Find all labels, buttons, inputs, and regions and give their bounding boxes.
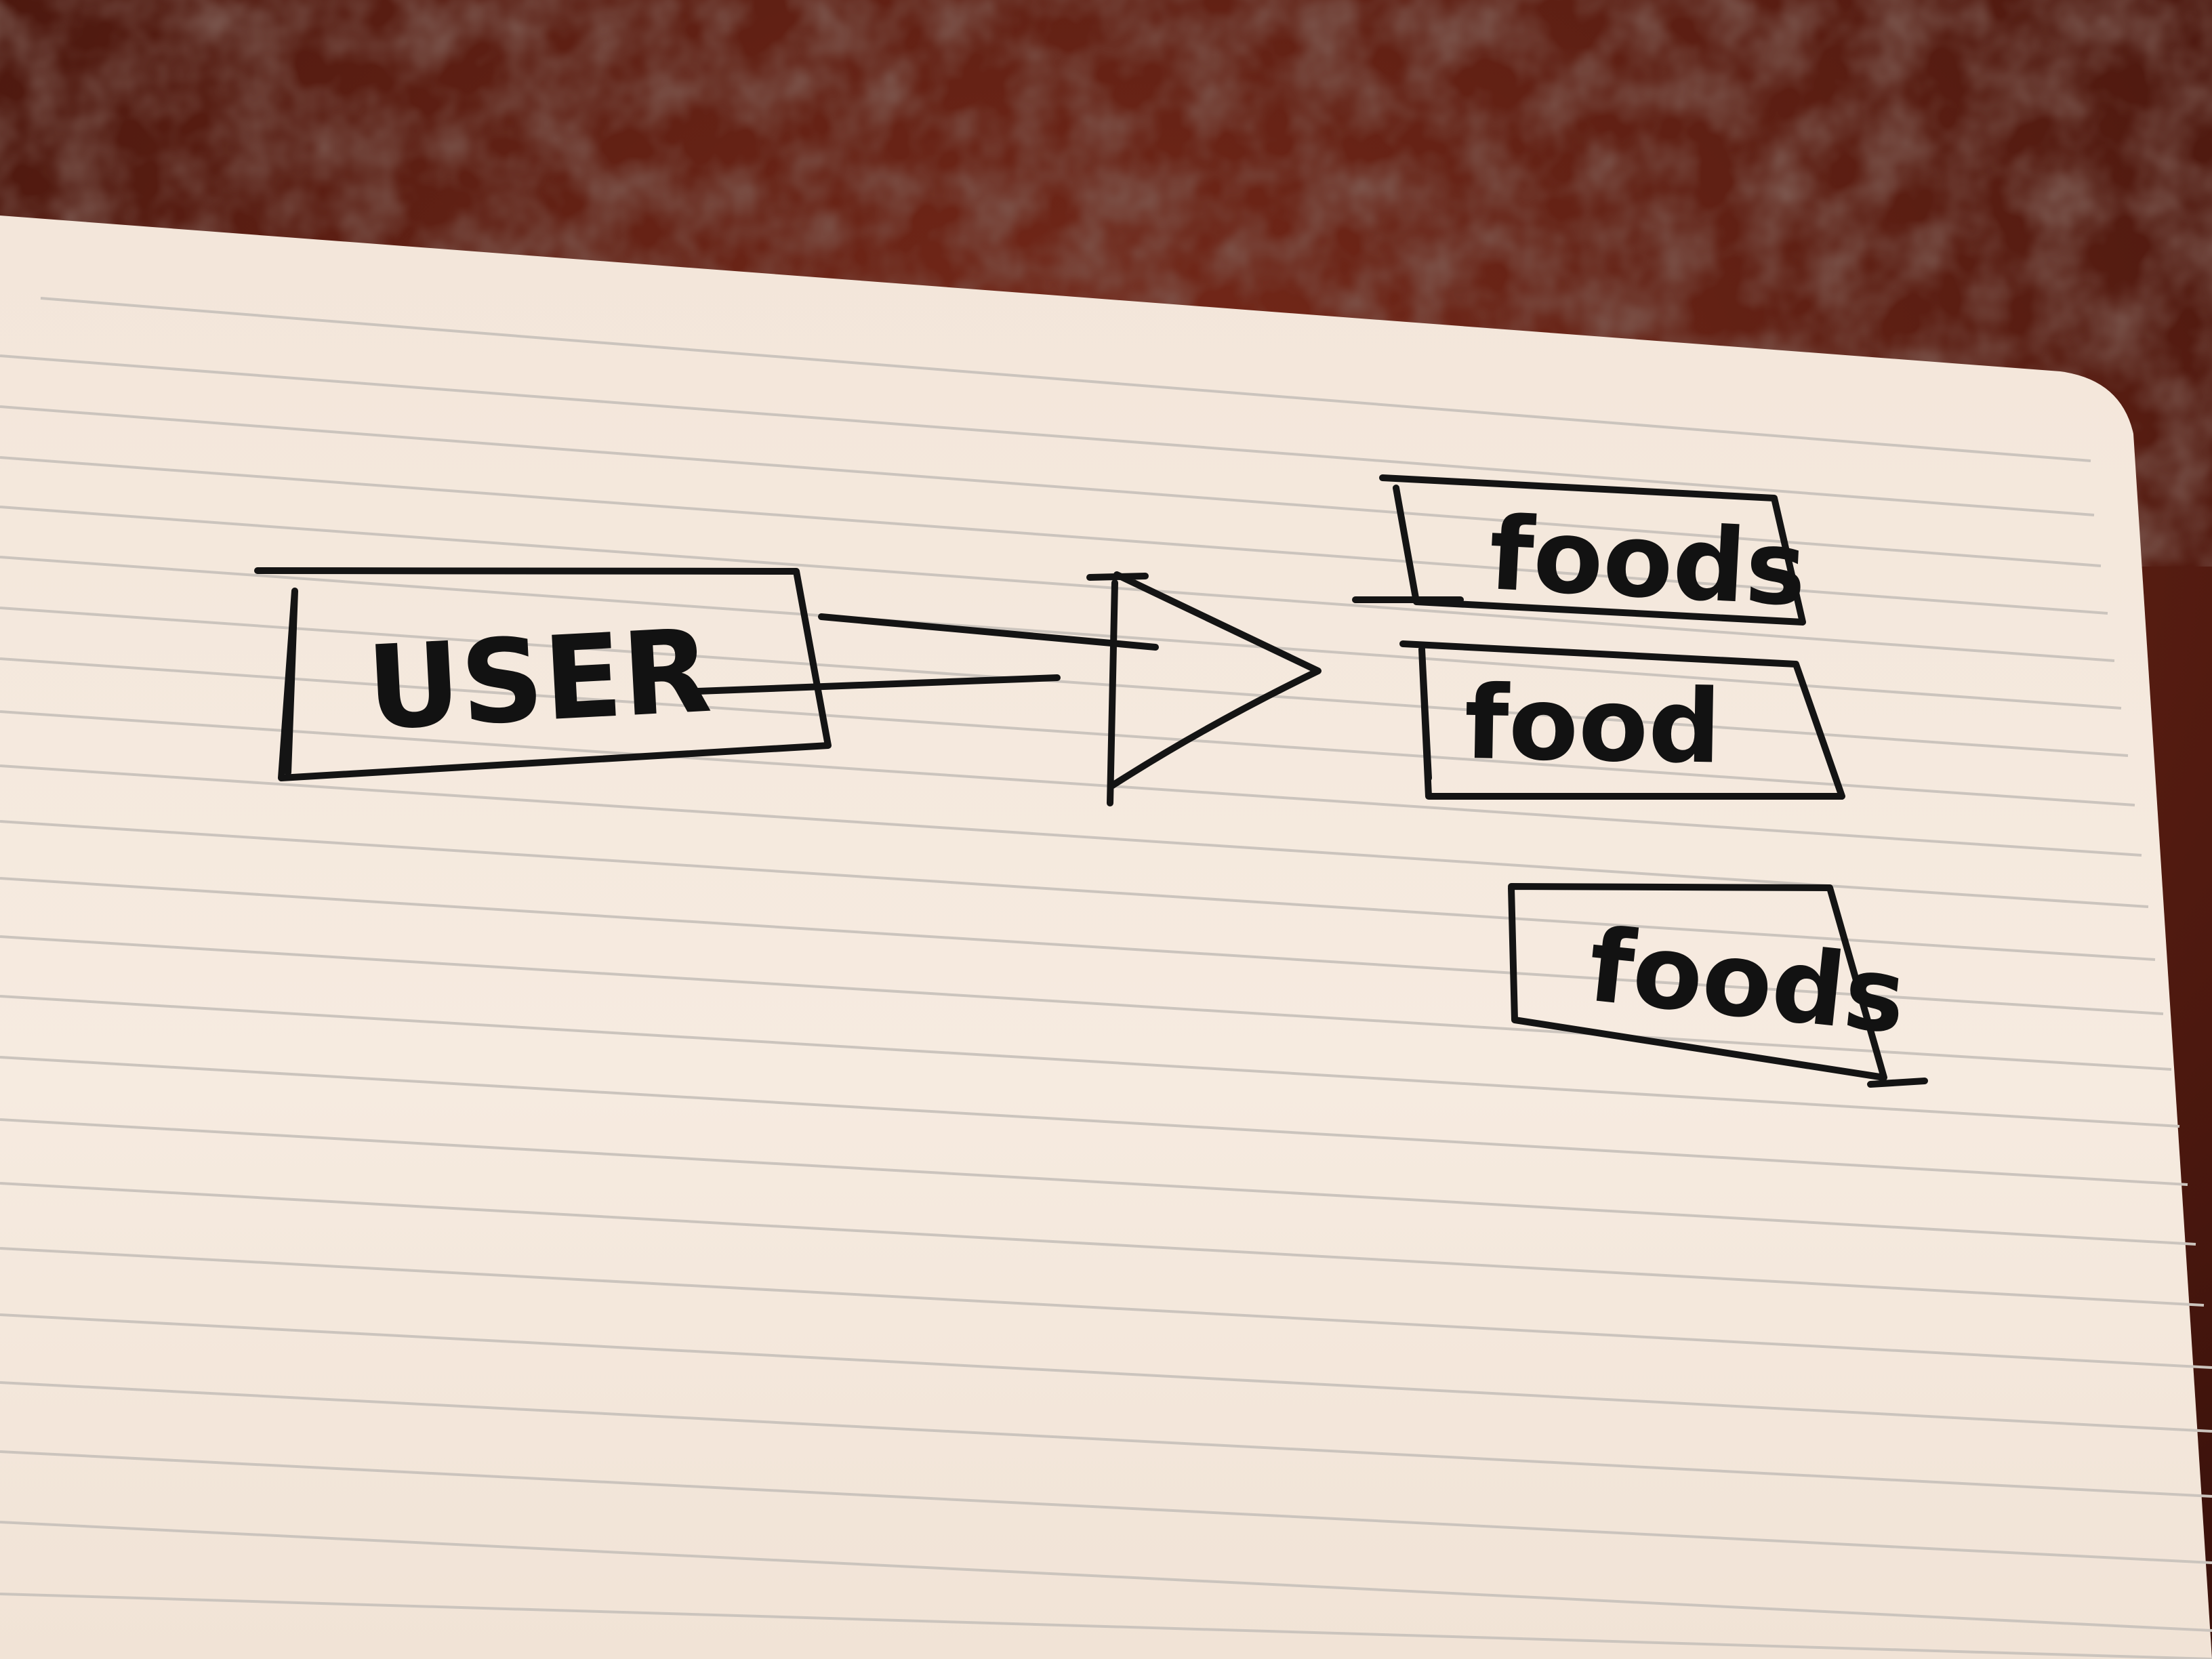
notebook-page (0, 216, 2212, 1659)
result-box-3 (1508, 883, 1928, 1088)
result-box-2 (1399, 640, 1845, 800)
user-box-label: USER (364, 605, 714, 756)
connector-line (695, 613, 1159, 695)
result-box-1-label: foods (1486, 495, 1809, 629)
ruled-lines (0, 297, 2212, 1659)
ink-sketch (254, 474, 1928, 1088)
result-box-1 (1352, 474, 1806, 626)
user-box (254, 567, 832, 781)
result-box-2-label: food (1463, 664, 1722, 787)
arrow-triangle (1086, 571, 1322, 806)
